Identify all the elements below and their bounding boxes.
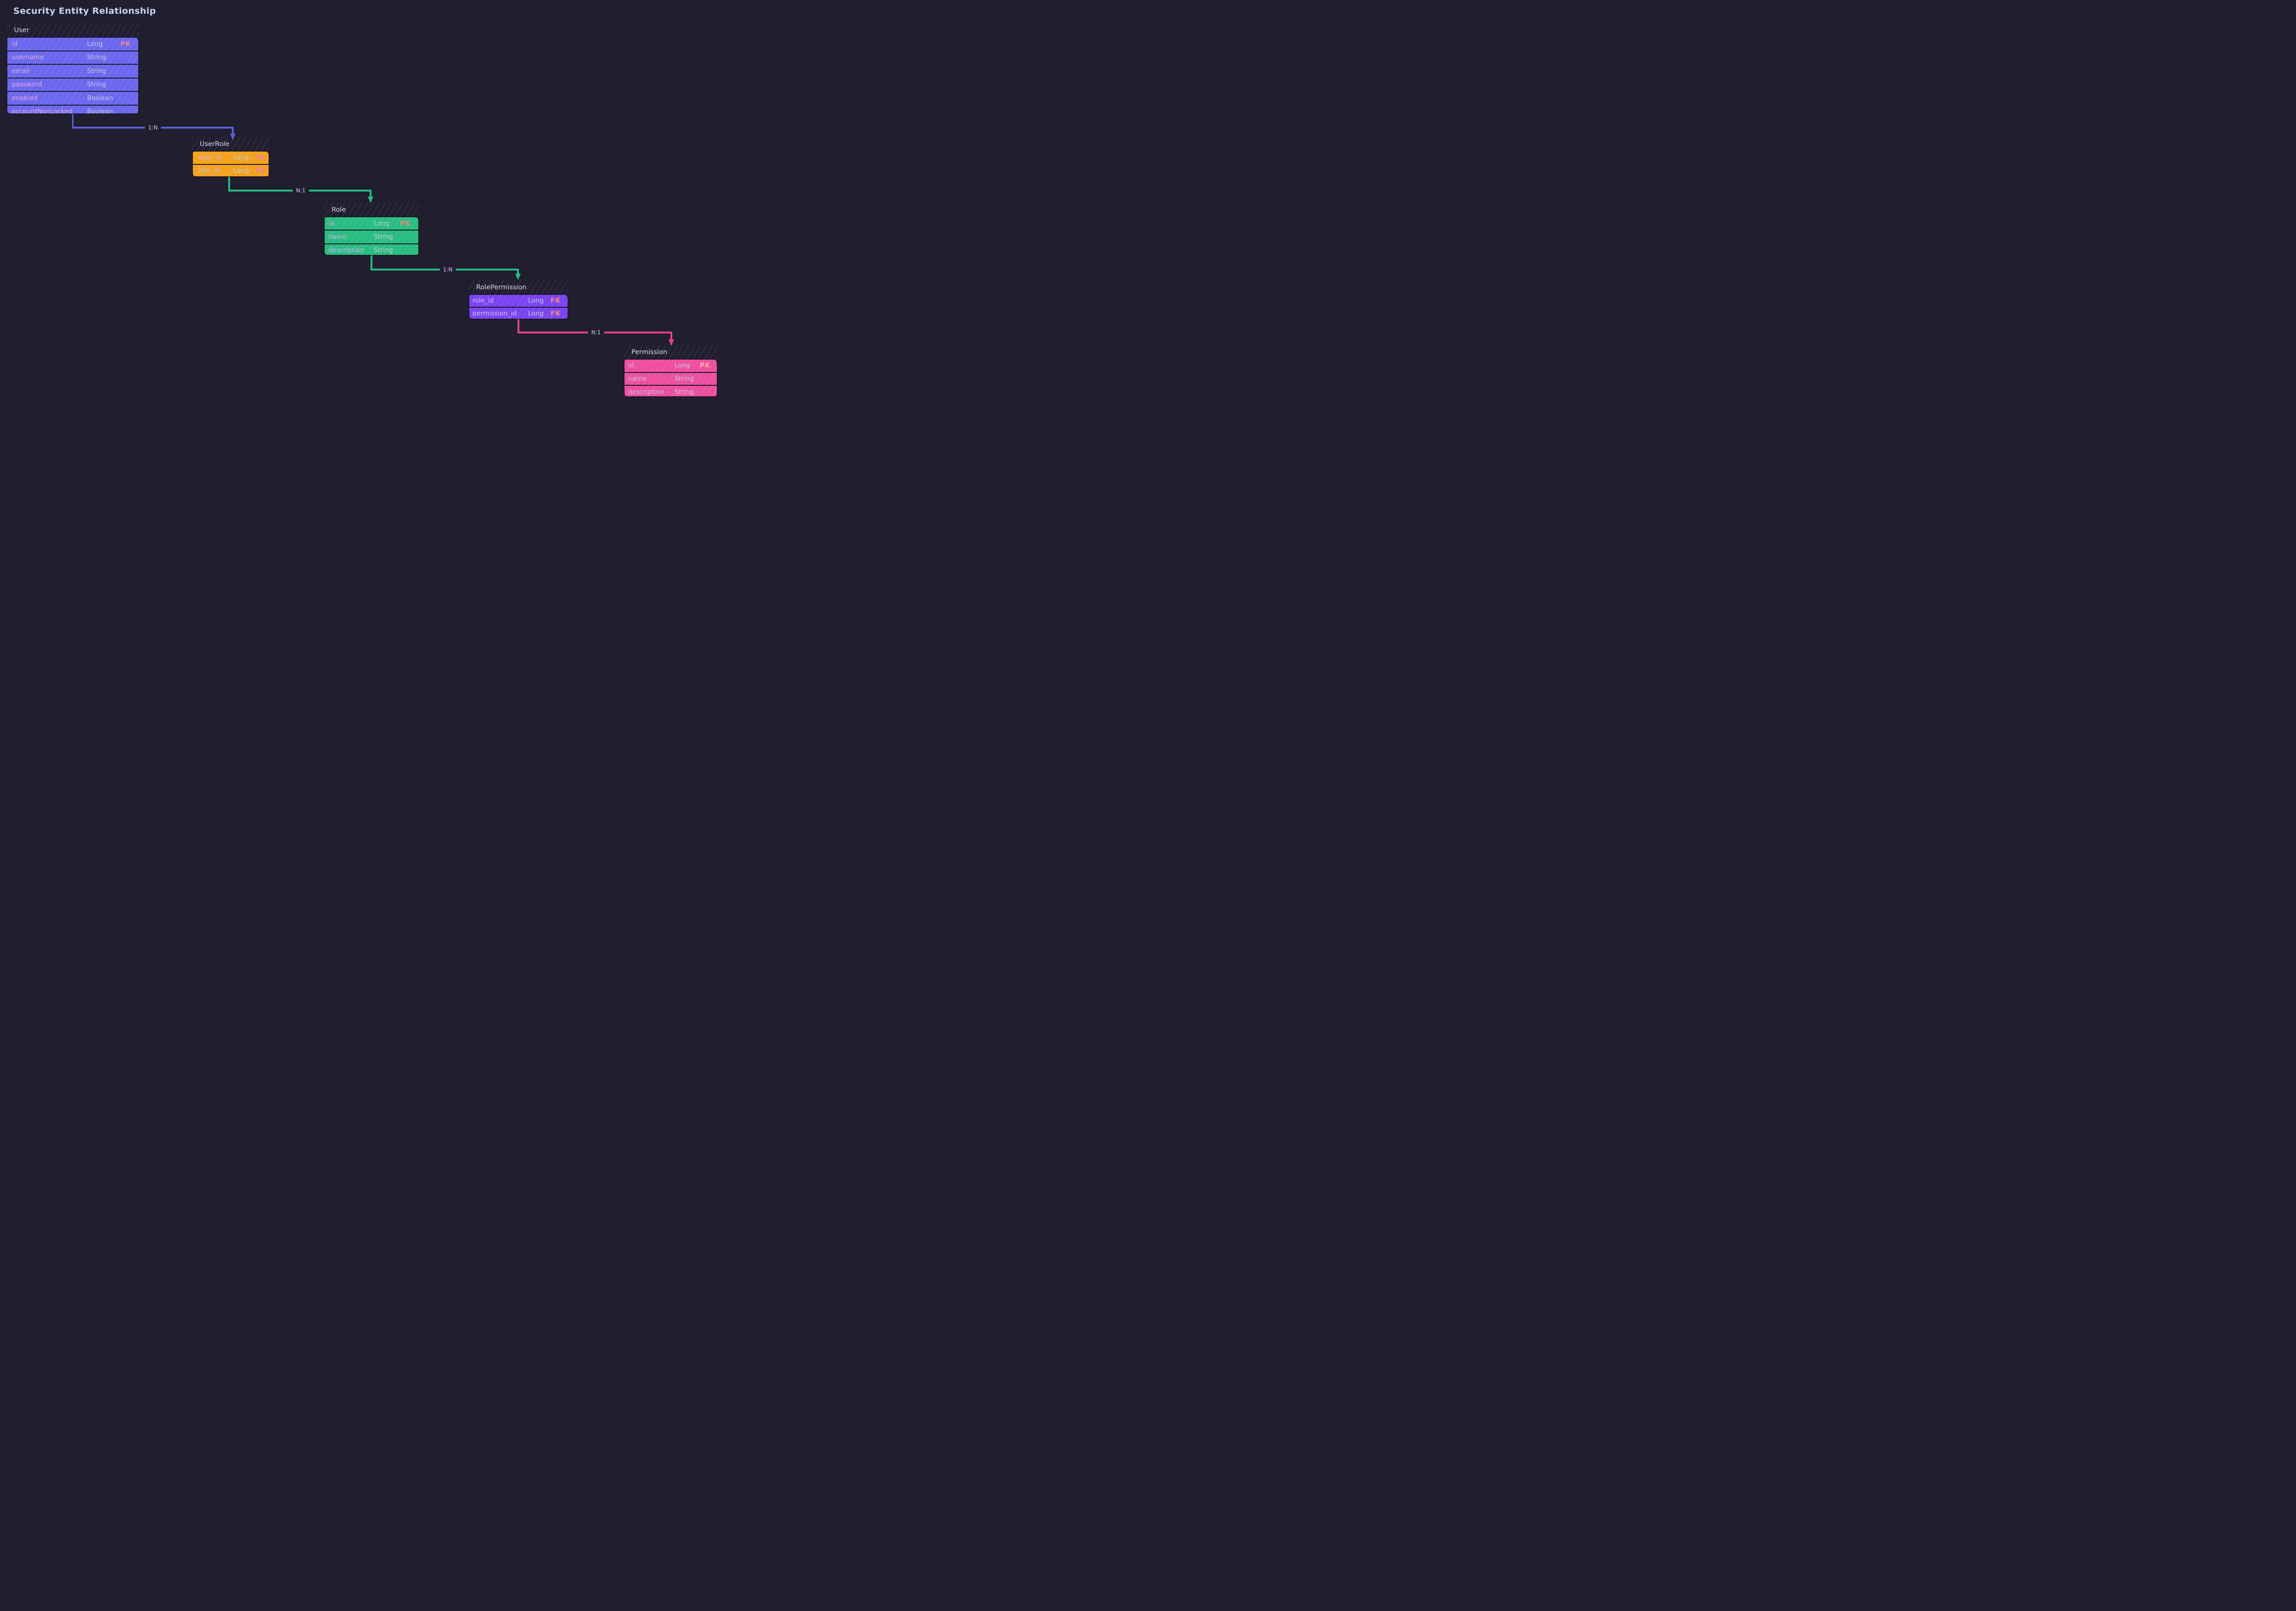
page-title: Security Entity Relationship [13,6,156,16]
arrowhead-down-icon [367,197,373,203]
arrowhead-down-icon [230,134,236,140]
key-badge: FK [551,297,561,304]
connector-segment [670,332,672,342]
field-type: String [87,54,107,62]
field-type: Long [528,297,544,304]
field-type: String [675,388,694,396]
table-title: Role [332,206,346,214]
table-title: User [14,27,29,34]
field-name: permission_id [473,310,517,317]
key-badge: FK [255,154,266,162]
field-type: String [87,81,107,89]
connector-segment [228,175,230,192]
table-row: username String [7,50,138,64]
key-badge: PK [700,362,711,370]
table-row: description String [325,243,418,257]
field-name: id [328,220,334,227]
table-row: id Long PK [7,38,138,51]
field-name: role_id [198,167,220,175]
field-name: id [628,362,634,370]
connector-segment [232,127,234,136]
table-row: enabled Boolean [7,91,138,105]
table-row: role_id Long FK [469,295,568,307]
connector-cardinality-label: 1:N [145,124,161,131]
field-type: Long [233,167,249,175]
field-name: email [11,67,30,75]
table-title: UserRole [200,141,230,148]
arrowhead-down-icon [515,274,521,280]
diagram-canvas[interactable]: Security Entity Relationship 1:N N:1 1:N N:… [0,0,720,402]
table-title: Permission [631,349,668,356]
field-name: role_id [473,297,494,304]
connector-segment [518,318,519,333]
key-badge: PK [120,40,131,48]
key-badge: PK [400,220,411,227]
field-type: String [675,375,694,383]
table-row: id Long PK [625,360,717,372]
table-row: name String [625,372,717,385]
table-row: user_id Long FK [193,152,269,164]
table-row: password String [7,77,138,91]
field-type: Long [675,362,690,370]
field-name: enabled [11,94,38,102]
table-title: RolePermission [476,284,527,291]
field-name: description [328,247,364,254]
field-type: Long [374,220,389,227]
connector-cardinality-label: 1:N [439,266,456,273]
field-type: Boolean [87,94,113,102]
connector-segment [517,269,519,276]
field-name: password [11,81,42,89]
connector-segment [72,112,74,129]
table-row: role_id Long FK [193,163,269,177]
field-name: accountNonLocked [11,108,73,116]
field-type: String [374,233,393,241]
field-type: Boolean [87,108,113,116]
table-row: id Long PK [325,217,418,230]
key-badge: FK [551,310,561,317]
field-type: Long [528,310,544,317]
table-row: description String [625,385,717,398]
connector-segment [371,254,372,270]
field-name: name [328,233,347,241]
field-type: Long [233,154,249,162]
field-name: user_id [198,154,222,162]
field-name: username [11,54,44,62]
table-row: email String [7,64,138,78]
field-type: String [374,247,393,254]
field-name: name [628,375,647,383]
connector-segment [370,190,371,199]
table-row: name String [325,230,418,243]
field-name: description [628,388,664,396]
table-row: permission_id Long FK [469,307,568,320]
field-name: id [11,40,18,48]
connector-cardinality-label: N:1 [588,329,604,336]
field-type: String [87,67,107,75]
field-type: Long [87,40,103,48]
table-row: accountNonLocked Boolean [7,104,138,118]
arrowhead-down-icon [668,339,674,346]
connector-cardinality-label: N:1 [293,187,309,194]
key-badge: FK [255,167,266,175]
